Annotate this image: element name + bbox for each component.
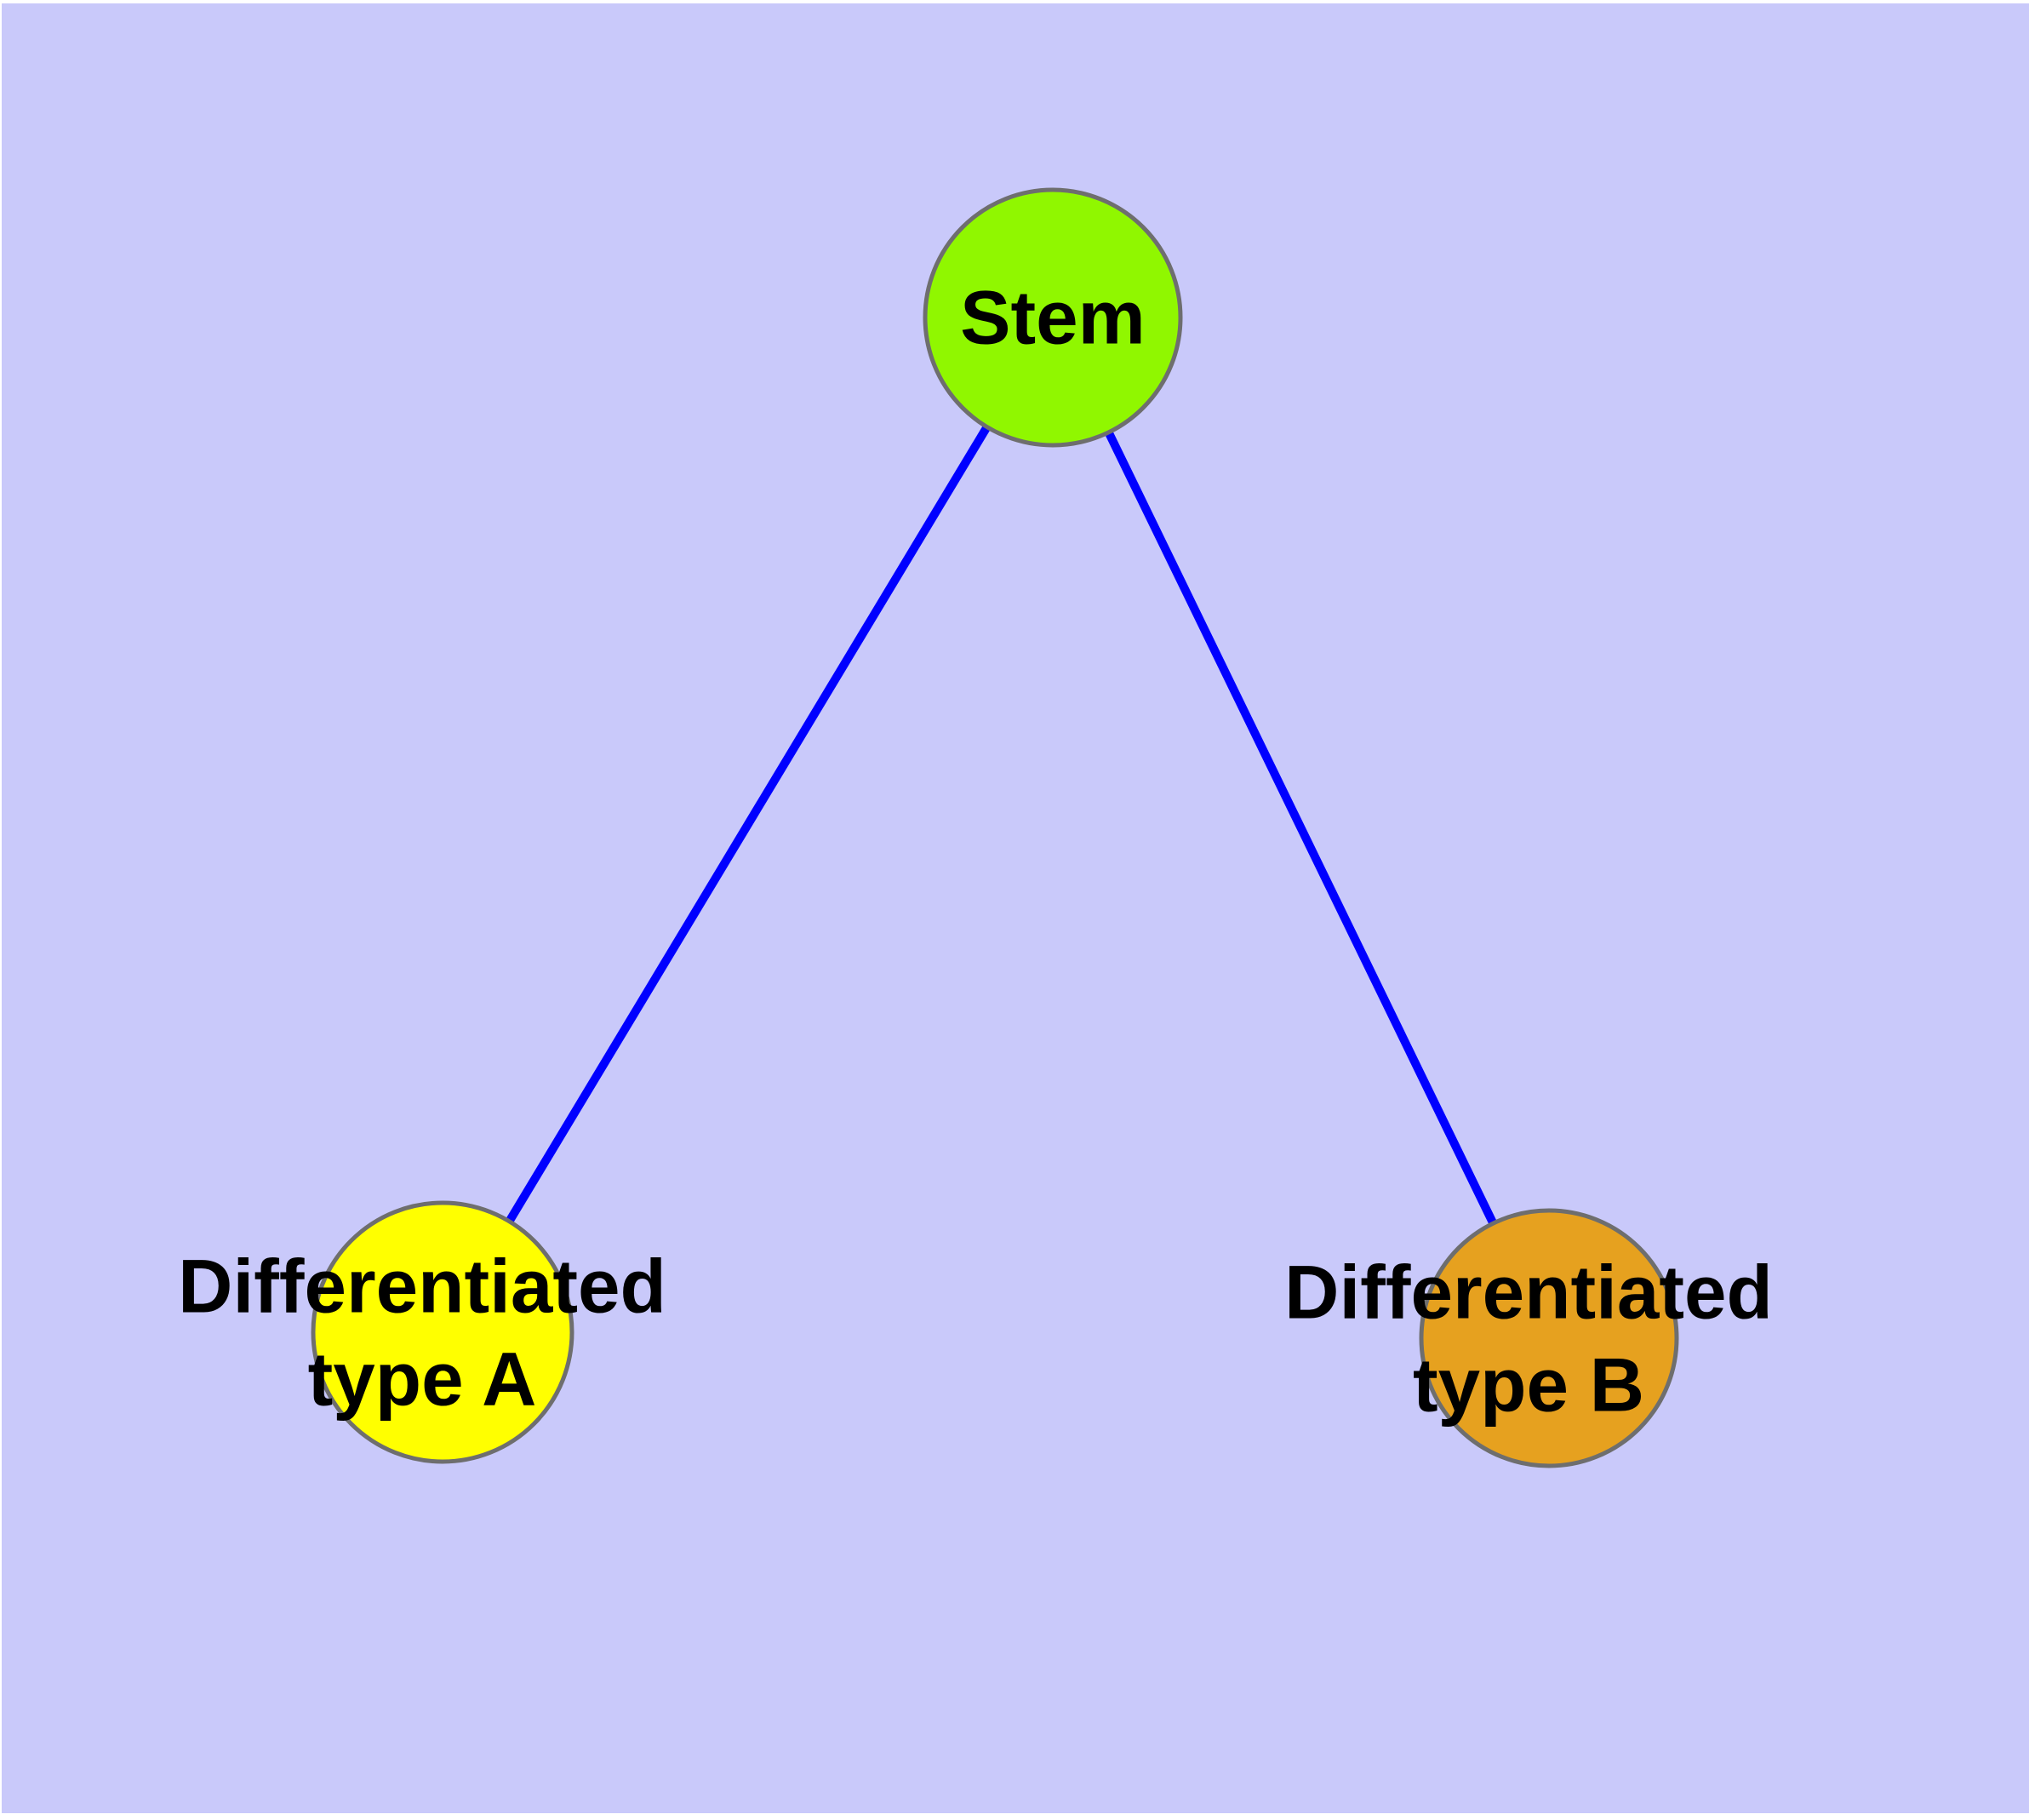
node-label-type-b: Differentiated type B — [1284, 1245, 1773, 1430]
node-label-stem: Stem — [960, 274, 1146, 360]
node-group — [311, 187, 1679, 1468]
node-label-type-b-line2: type B — [1412, 1342, 1644, 1427]
node-label-type-a: Differentiated type A — [178, 1239, 666, 1424]
edge-stem-to-type-a — [438, 315, 1057, 1335]
node-label-type-a-line1: Differentiated — [178, 1243, 666, 1329]
node-label-type-b-line1: Differentiated — [1284, 1249, 1773, 1335]
edge-group — [438, 315, 1553, 1341]
edge-stem-to-type-b — [1049, 315, 1553, 1341]
node-stem-circle — [923, 187, 1183, 448]
node-type-b-circle — [1419, 1208, 1679, 1468]
node-label-type-a-line2: type A — [307, 1336, 537, 1421]
node-type-a-circle — [311, 1200, 574, 1464]
